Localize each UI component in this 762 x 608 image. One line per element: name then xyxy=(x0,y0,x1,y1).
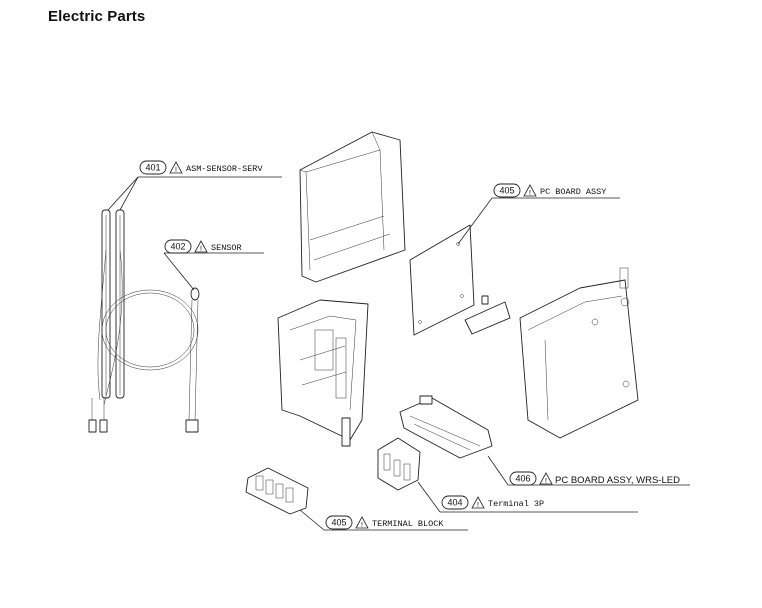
callout-number: 406 xyxy=(515,474,530,484)
warning-triangle-icon xyxy=(194,240,208,253)
callout-label: PC BOARD ASSY xyxy=(540,187,606,197)
warning-triangle-icon xyxy=(169,161,183,174)
sensor-assembly-401-drawing xyxy=(88,209,199,433)
warning-mark: ! xyxy=(175,167,177,174)
warning-triangle-icon xyxy=(471,496,485,509)
callout-number: 405 xyxy=(331,518,346,528)
sensor-402-drawing xyxy=(185,287,200,433)
warning-mark: ! xyxy=(477,502,479,509)
callout-label: SENSOR xyxy=(211,243,242,253)
callout-number-badge xyxy=(325,515,353,530)
callout-label: TERMINAL BLOCK xyxy=(372,519,444,529)
side-housing-drawing xyxy=(519,267,639,439)
callout-number-badge xyxy=(441,495,469,510)
callout-404: 404 ! Terminal 3P xyxy=(441,495,544,510)
callout-406: 406 ! PC BOARD ASSY, WRS-LED xyxy=(509,471,680,486)
warning-mark: ! xyxy=(361,522,363,529)
callout-number-badge xyxy=(164,239,192,254)
control-box-frame-drawing xyxy=(277,299,369,447)
callout-405-tb: 405 ! TERMINAL BLOCK xyxy=(325,515,444,530)
callout-number: 404 xyxy=(447,498,462,508)
pc-board-406-drawing xyxy=(399,395,493,459)
page-title: Electric Parts xyxy=(48,8,146,25)
warning-mark: ! xyxy=(545,478,547,485)
terminal-3p-404-drawing xyxy=(377,437,421,491)
warning-triangle-icon xyxy=(355,516,369,529)
callout-402: 402 ! SENSOR xyxy=(164,239,242,254)
callout-405-pcb: 405 ! PC BOARD ASSY xyxy=(493,183,606,198)
warning-triangle-icon xyxy=(539,472,553,485)
warning-mark: ! xyxy=(529,190,531,197)
callout-label: PC BOARD ASSY, WRS-LED xyxy=(555,475,680,486)
warning-triangle-icon xyxy=(523,184,537,197)
callout-number-badge xyxy=(493,183,521,198)
callout-number: 401 xyxy=(145,163,160,173)
pc-board-405-drawing xyxy=(409,224,511,336)
callout-number-badge xyxy=(509,471,537,486)
callout-401: 401 ! ASM-SENSOR-SERV xyxy=(139,160,263,175)
warning-mark: ! xyxy=(200,246,202,253)
callout-label: Terminal 3P xyxy=(488,499,544,509)
callout-label: ASM-SENSOR-SERV xyxy=(186,164,263,174)
electrical-cover-drawing xyxy=(299,131,406,283)
callout-number: 405 xyxy=(499,186,514,196)
terminal-block-405-drawing xyxy=(245,467,309,515)
callout-number-badge xyxy=(139,160,167,175)
callout-number: 402 xyxy=(170,242,185,252)
